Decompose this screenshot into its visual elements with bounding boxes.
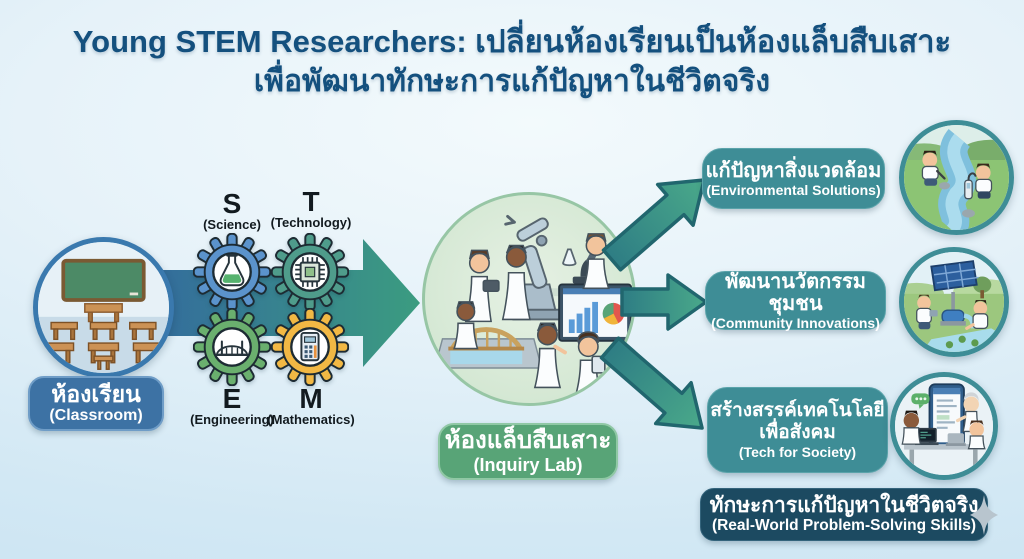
arrow-to-tech <box>599 336 704 430</box>
lab-to-outcomes-arrows <box>599 178 708 430</box>
coding-illustration <box>890 372 998 480</box>
pie-chart-icon <box>602 302 625 325</box>
kid-figure-right <box>964 163 993 200</box>
inquiry-lab-illustration <box>422 192 636 406</box>
flask-icon <box>219 254 245 287</box>
tech-label-th: สร้างสรรค์เทคโนโลยี <box>710 399 885 421</box>
page-title: Young STEM Researchers: เปลี่ยนห้องเรียน… <box>0 22 1024 100</box>
community-label: พัฒนานวัตกรรมชุมชน (Community Innovation… <box>705 271 886 330</box>
bridge-icon <box>215 340 249 356</box>
technology-gear <box>271 233 349 311</box>
stem-letter-science: S (Science) <box>187 190 277 233</box>
inquiry-lab-scene <box>433 214 633 397</box>
title-line-2: เพื่อพัฒนาทักษะการแก้ปัญหาในชีวิตจริง <box>253 64 771 98</box>
arrow-to-community <box>620 273 708 331</box>
letter-t: T <box>302 186 320 217</box>
tablet-icon <box>929 310 938 317</box>
skills-banner-en: (Real-World Problem-Solving Skills) <box>711 517 977 535</box>
tech-label-th2: เพื่อสังคม <box>759 421 836 443</box>
inquiry-lab-label-th: ห้องแล็บสืบเสาะ <box>444 427 612 455</box>
calculator-icon <box>300 331 320 362</box>
desk <box>904 444 984 450</box>
science-gear <box>193 233 271 311</box>
water-pump-icon <box>940 309 976 329</box>
arrow-to-environment <box>601 178 706 272</box>
label-science: (Science) <box>203 217 261 232</box>
sparkle-icon <box>970 495 998 535</box>
student-figure-left <box>901 410 922 445</box>
researcher-figures <box>453 233 610 397</box>
classroom-illustration <box>33 237 174 378</box>
lab-flask-icon <box>562 248 577 267</box>
researcher-6 <box>453 301 479 350</box>
water-testing-illustration <box>899 120 1014 235</box>
label-engineering: (Engineering) <box>190 412 274 427</box>
environment-label-en: (Environmental Solutions) <box>706 181 881 198</box>
bridge-model-icon <box>433 327 543 369</box>
researcher-2 <box>501 244 531 321</box>
inquiry-lab-label: ห้องแล็บสืบเสาะ (Inquiry Lab) <box>438 423 618 480</box>
engineering-gear <box>193 308 271 386</box>
inquiry-lab-label-en: (Inquiry Lab) <box>473 454 583 475</box>
tech-label: สร้างสรรค์เทคโนโลยี เพื่อสังคม (Tech for… <box>707 387 888 473</box>
water-testing-scene <box>904 125 1009 230</box>
solar-panel-icon <box>930 260 979 312</box>
bar-chart-icon <box>568 301 599 334</box>
solar-pump-illustration <box>899 247 1009 357</box>
classroom-label-en: (Classroom) <box>49 407 143 425</box>
classroom-label: ห้องเรียน (Classroom) <box>28 376 164 431</box>
label-technology: (Technology) <box>270 215 352 230</box>
farmer-figure-left <box>916 294 938 330</box>
letter-m: M <box>299 383 323 414</box>
researcher-4 <box>533 322 567 389</box>
skills-banner: ทักษะการแก้ปัญหาในชีวิตจริง (Real-World … <box>700 488 988 541</box>
speech-bubble-icon <box>911 393 930 409</box>
environment-label-th: แก้ปัญหาสิ่งแวดล้อม <box>705 159 882 182</box>
tech-label-en: (Tech for Society) <box>738 443 857 460</box>
letter-e: E <box>222 383 242 414</box>
tree-icon <box>973 276 992 293</box>
teacher-desk <box>84 303 123 323</box>
student-figure-right <box>967 420 986 450</box>
kid-figure-left <box>921 150 946 186</box>
water-sensor-icon <box>964 179 973 200</box>
chalkboard-icon <box>61 258 146 302</box>
laptop-icon-right <box>945 433 966 446</box>
chip-icon <box>295 257 325 287</box>
title-line-1: Young STEM Researchers: เปลี่ยนห้องเรียน… <box>72 24 952 59</box>
stem-letter-technology: T (Technology) <box>266 188 356 231</box>
researcher-3 <box>582 233 610 290</box>
coding-scene <box>895 377 993 475</box>
environment-label: แก้ปัญหาสิ่งแวดล้อม (Environmental Solut… <box>702 148 885 209</box>
label-mathematics: (Mathematics) <box>267 412 355 427</box>
skills-banner-th: ทักษะการแก้ปัญหาในชีวิตจริง <box>709 494 979 518</box>
community-label-th: พัฒนานวัตกรรมชุมชน <box>725 270 866 315</box>
stem-letter-mathematics: M (Mathematics) <box>266 385 356 428</box>
phone-mockup-icon <box>928 383 965 447</box>
laptop-icon-left <box>914 427 939 446</box>
stem-letter-engineering: E (Engineering) <box>187 385 277 428</box>
classroom-label-th: ห้องเรียน <box>51 380 141 407</box>
solar-pump-scene <box>904 252 1004 352</box>
student-desks <box>42 321 165 370</box>
classroom-scene <box>38 242 169 373</box>
mathematics-gear <box>271 308 349 386</box>
farmer-figure-right <box>965 300 989 330</box>
letter-s: S <box>222 188 242 219</box>
community-label-en: (Community Innovations) <box>711 314 880 331</box>
